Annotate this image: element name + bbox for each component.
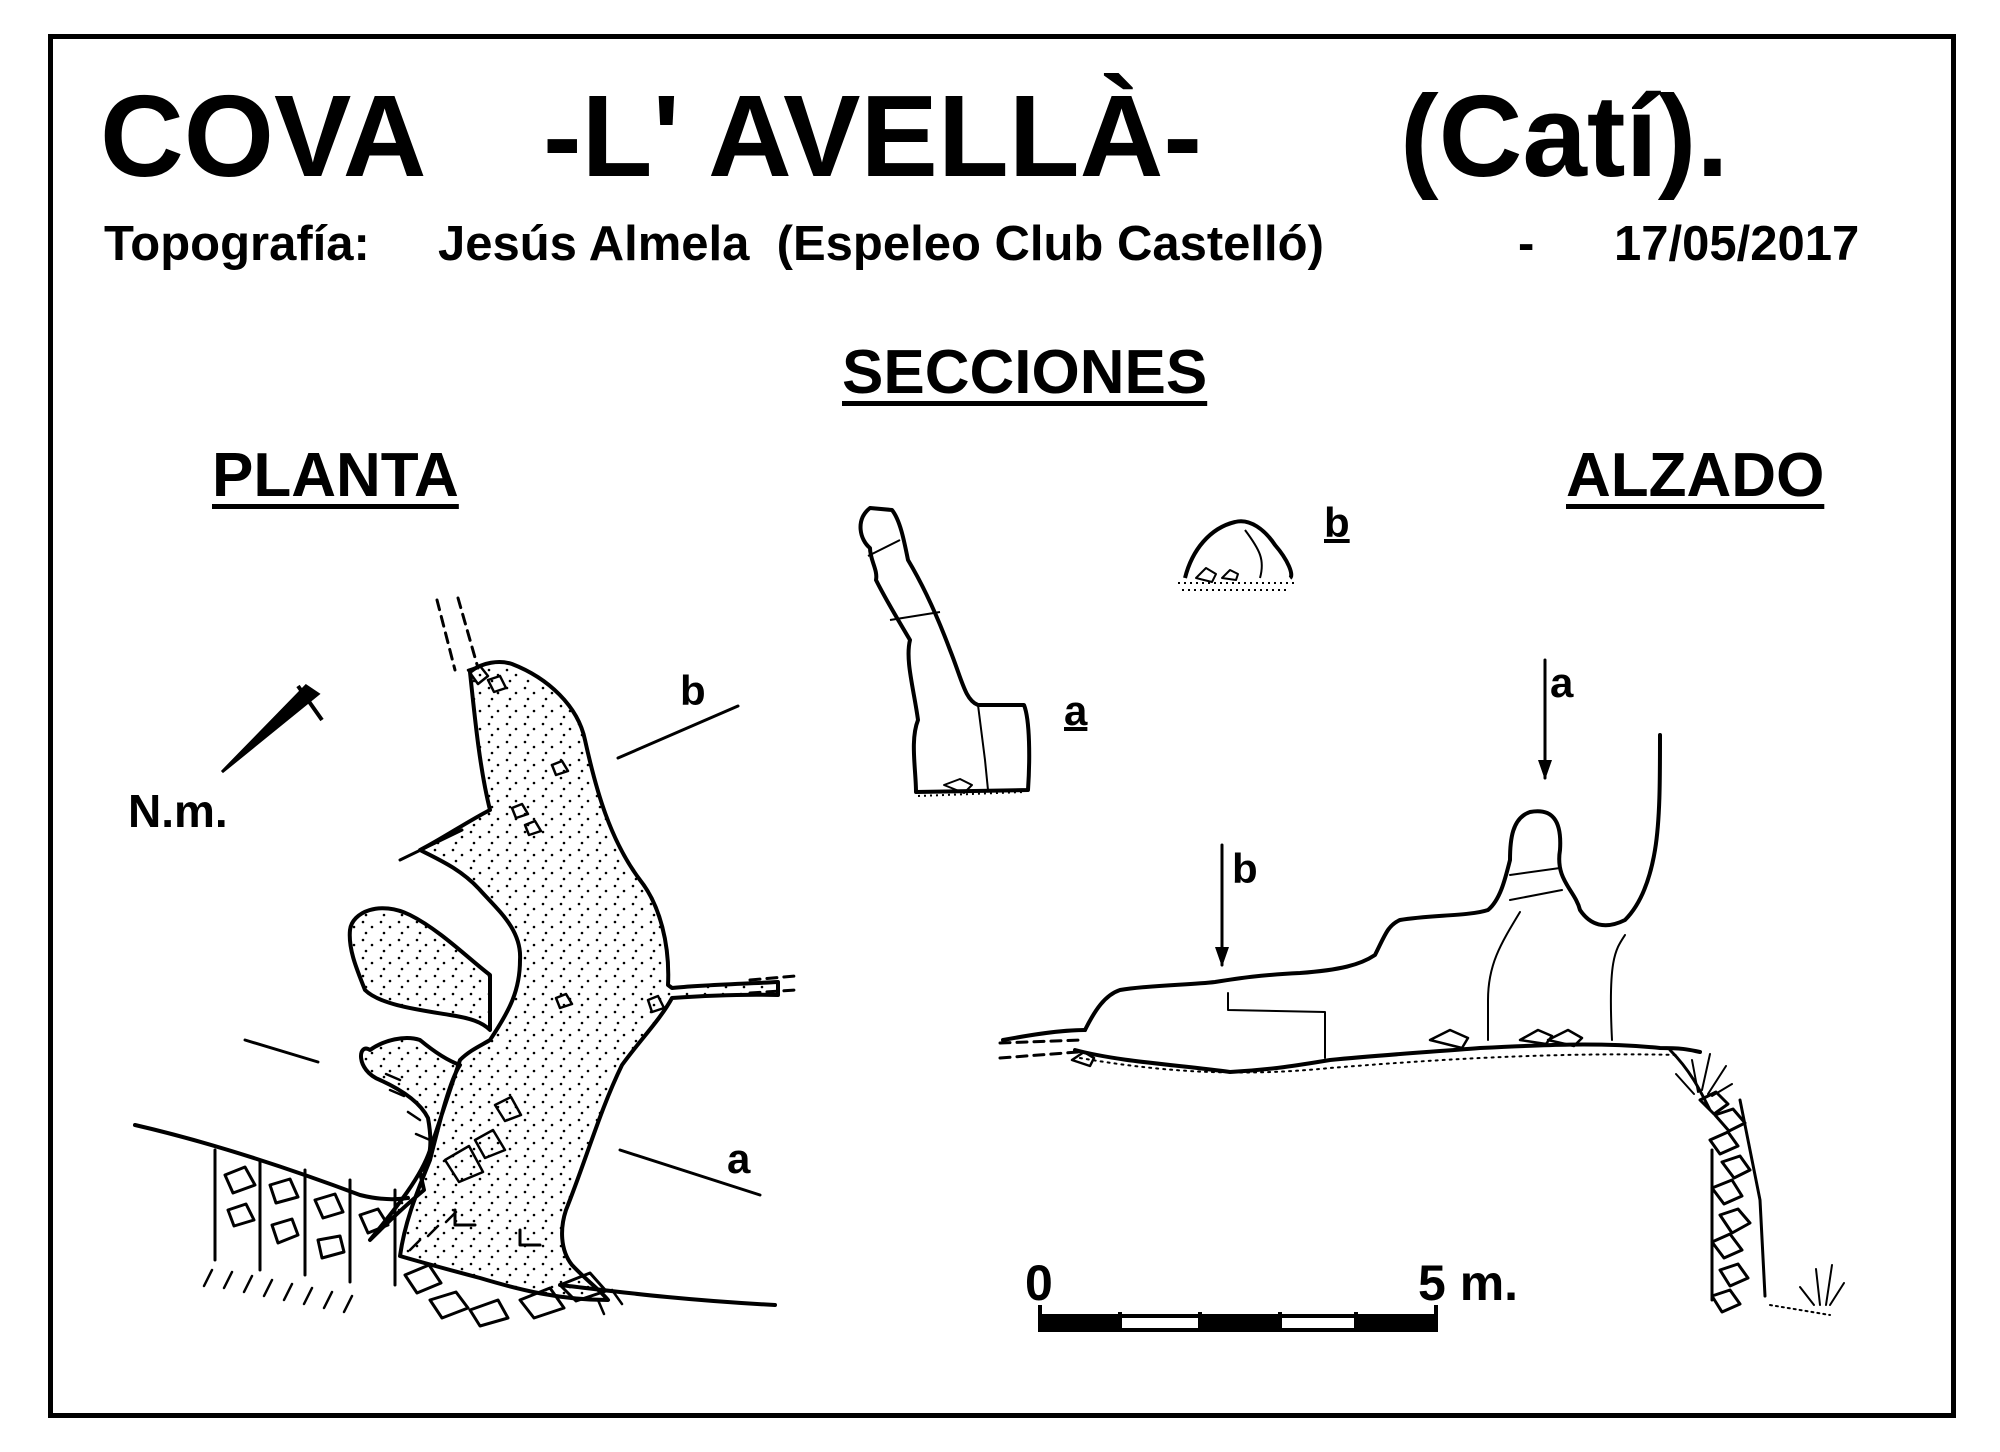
plan-cave-outline xyxy=(359,660,780,1302)
elevation-ceiling xyxy=(1083,733,1662,1032)
plan-drip-ticks xyxy=(202,1072,624,1316)
elevation-b-label: b xyxy=(1232,845,1258,892)
scale-start-label: 0 xyxy=(1025,1255,1053,1311)
elevation-floor-stipple xyxy=(1079,1053,1681,1074)
section-a xyxy=(858,506,1032,797)
plan-section-line-b xyxy=(616,704,740,760)
title-cave-name: -L' AVELLÀ- xyxy=(543,71,1203,201)
section-a-label: a xyxy=(1064,687,1088,734)
section-b xyxy=(1178,519,1295,591)
elevation-ground-right xyxy=(1769,1304,1831,1316)
header-planta: PLANTA xyxy=(212,441,459,510)
map-frame xyxy=(48,34,1956,1418)
plan-interior-marks xyxy=(453,1208,542,1247)
plan-section-line-a xyxy=(618,1148,762,1197)
scale-bar xyxy=(1038,1305,1438,1332)
credit-date: 17/05/2017 xyxy=(1614,217,1860,271)
plan-section-line-b-left xyxy=(398,828,464,862)
plan-upper-passage xyxy=(435,596,480,672)
credit-author: Jesús Almela (Espeleo Club Castelló) xyxy=(438,217,1324,271)
elevation-internal-lines xyxy=(1227,867,1626,1059)
title-cova: COVA xyxy=(100,71,427,201)
section-b-label: b xyxy=(1324,499,1350,546)
plan-section-b-label: b xyxy=(680,667,706,714)
elevation-entrance xyxy=(998,1038,1082,1060)
elevation-arrow-a-head xyxy=(1538,760,1552,780)
north-label: N.m. xyxy=(128,785,228,837)
elevation-vegetation xyxy=(1675,1053,1845,1306)
credit-dash: - xyxy=(1518,217,1535,271)
header-alzado: ALZADO xyxy=(1566,441,1825,510)
elevation-floor xyxy=(1001,1028,1702,1074)
elevation-a-label: a xyxy=(1550,659,1574,706)
north-arrow-icon xyxy=(220,684,321,774)
plan-side-lobe xyxy=(347,906,492,1032)
plan-blocks xyxy=(213,1148,608,1328)
plan-entrance-wall xyxy=(133,1123,410,1202)
plan-section-line-a-left xyxy=(243,1038,320,1064)
plan-view xyxy=(133,596,797,1328)
elevation-arrow-b-head xyxy=(1215,947,1229,967)
plan-east-passage xyxy=(748,974,797,995)
elevation-wall-blocks xyxy=(1668,1048,1767,1314)
header-secciones: SECCIONES xyxy=(842,338,1208,407)
north-arrow xyxy=(220,684,324,774)
title-place: (Catí). xyxy=(1400,71,1729,201)
plan-section-a-label: a xyxy=(727,1135,751,1182)
elevation-view xyxy=(998,658,1845,1316)
elevation-rocks xyxy=(1070,1028,1584,1068)
scale-end-label: 5 m. xyxy=(1418,1255,1519,1311)
credit-label: Topografía: xyxy=(104,217,370,271)
plan-ground-line xyxy=(558,1283,777,1307)
plan-small-rocks xyxy=(443,664,666,1184)
